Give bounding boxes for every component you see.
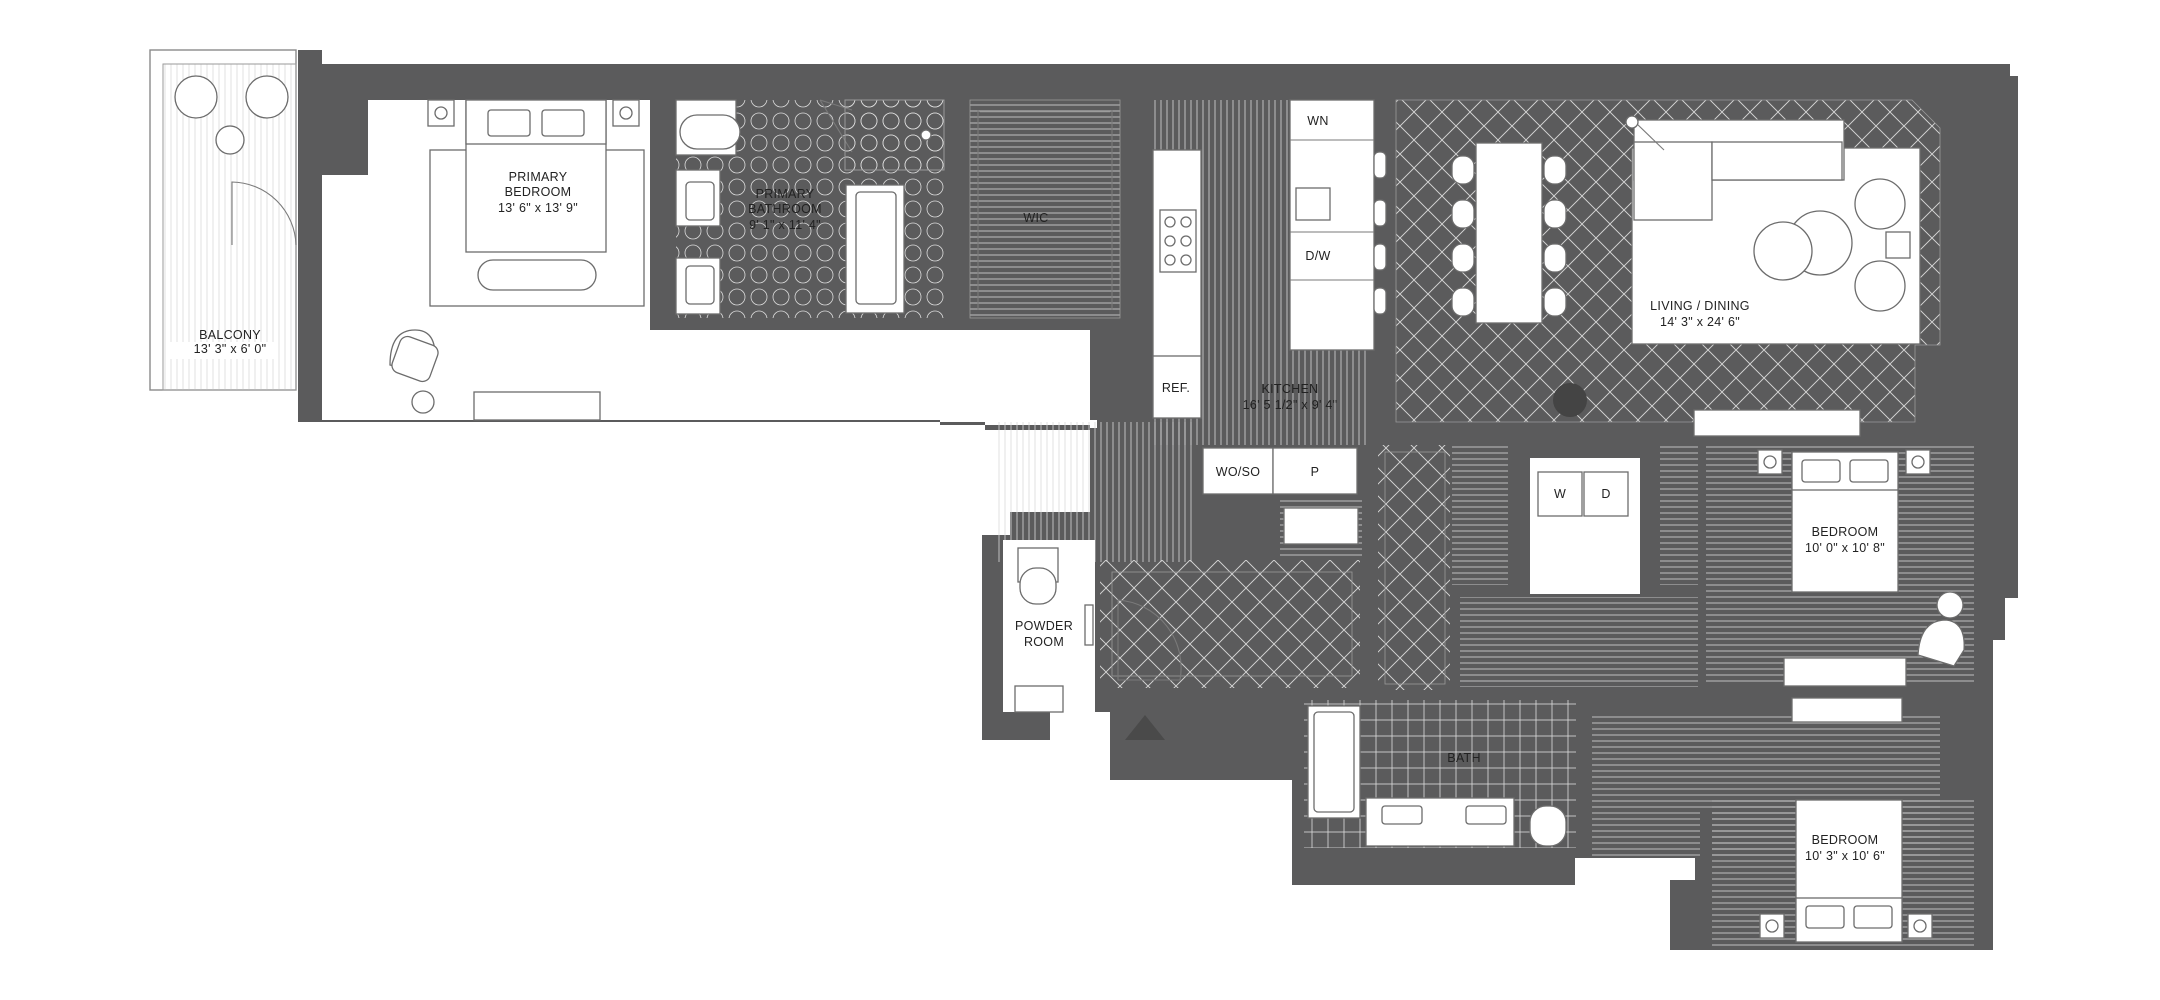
primary-bedroom-dims: 13' 6" x 13' 9" xyxy=(498,201,578,215)
primary-bathroom: PRIMARY BATHROOM 9' 1" x 11' 4" xyxy=(675,99,945,318)
primary-bathroom-dims: 9' 1" x 11' 4" xyxy=(749,218,821,232)
living-dining-label: LIVING / DINING xyxy=(1650,299,1750,313)
wine-label: WN xyxy=(1307,114,1328,128)
bedroom-2-label: BEDROOM xyxy=(1812,525,1879,539)
dishwasher-label: D/W xyxy=(1305,249,1330,263)
bedroom-3: BEDROOM 10' 3" x 10' 6" xyxy=(1592,697,1974,948)
powder-room-label-1: POWDER xyxy=(1015,619,1073,633)
walk-in-closet: WIC xyxy=(969,99,1121,319)
laundry-closets: W D xyxy=(1452,445,1698,594)
powder-room-label-2: ROOM xyxy=(1024,635,1064,649)
column-icon xyxy=(1553,383,1587,417)
kitchen-dims: 16' 5 1/2" x 9' 4" xyxy=(1243,398,1338,412)
primary-bedroom-label-2: BEDROOM xyxy=(505,185,572,199)
dryer-label: D xyxy=(1601,487,1610,501)
dining-table-icon xyxy=(1475,142,1543,324)
refrigerator-icon xyxy=(1152,355,1202,419)
bedroom-2-dims: 10' 0" x 10' 8" xyxy=(1805,541,1885,555)
armchair-icon xyxy=(1854,178,1906,230)
entry-arrow-icon xyxy=(1125,715,1165,740)
balcony-label: BALCONY xyxy=(199,328,261,342)
primary-bathroom-label-1: PRIMARY xyxy=(756,187,815,201)
wall-oven-label: WO/SO xyxy=(1216,465,1261,479)
balcony-dims: 13' 3" x 6' 0" xyxy=(194,342,267,356)
kitchen-label: KITCHEN xyxy=(1262,382,1319,396)
refrigerator-label: REF. xyxy=(1162,381,1190,395)
island-sink-icon xyxy=(1295,187,1331,221)
pantry-label: P xyxy=(1311,465,1320,479)
balcony-chair-icon xyxy=(174,75,289,155)
living-dining: LIVING / DINING 14' 3" x 24' 6" xyxy=(1395,99,1941,437)
bath-label: BATH xyxy=(1447,751,1481,765)
balcony: BALCONY 13' 3" x 6' 0" xyxy=(149,49,297,391)
primary-bathroom-label-2: BATHROOM xyxy=(748,202,822,216)
hallways xyxy=(996,422,1698,740)
dryer-icon xyxy=(1583,471,1629,517)
washer-label: W xyxy=(1554,487,1566,501)
bedroom-3-dims: 10' 3" x 10' 6" xyxy=(1805,849,1885,863)
toilet-icon-2 xyxy=(1529,805,1567,847)
washer-icon xyxy=(1537,471,1583,517)
living-dining-dims: 14' 3" x 24' 6" xyxy=(1660,315,1740,329)
kitchen: REF. WN D/W WO/SO P KITCHEN 16' 5 1/2" x… xyxy=(1150,99,1387,495)
bedroom-3-label: BEDROOM xyxy=(1812,833,1879,847)
primary-bedroom-label-1: PRIMARY xyxy=(509,170,568,184)
bath: BATH xyxy=(1304,700,1576,848)
primary-bedroom: PRIMARY BEDROOM 13' 6" x 13' 9" xyxy=(322,99,1090,421)
bedroom-2: BEDROOM 10' 0" x 10' 8" xyxy=(1706,445,1974,687)
wic-label: WIC xyxy=(1023,211,1048,225)
kitchen-island-icon xyxy=(1289,99,1375,351)
powder-room: POWDER ROOM xyxy=(1003,540,1095,713)
